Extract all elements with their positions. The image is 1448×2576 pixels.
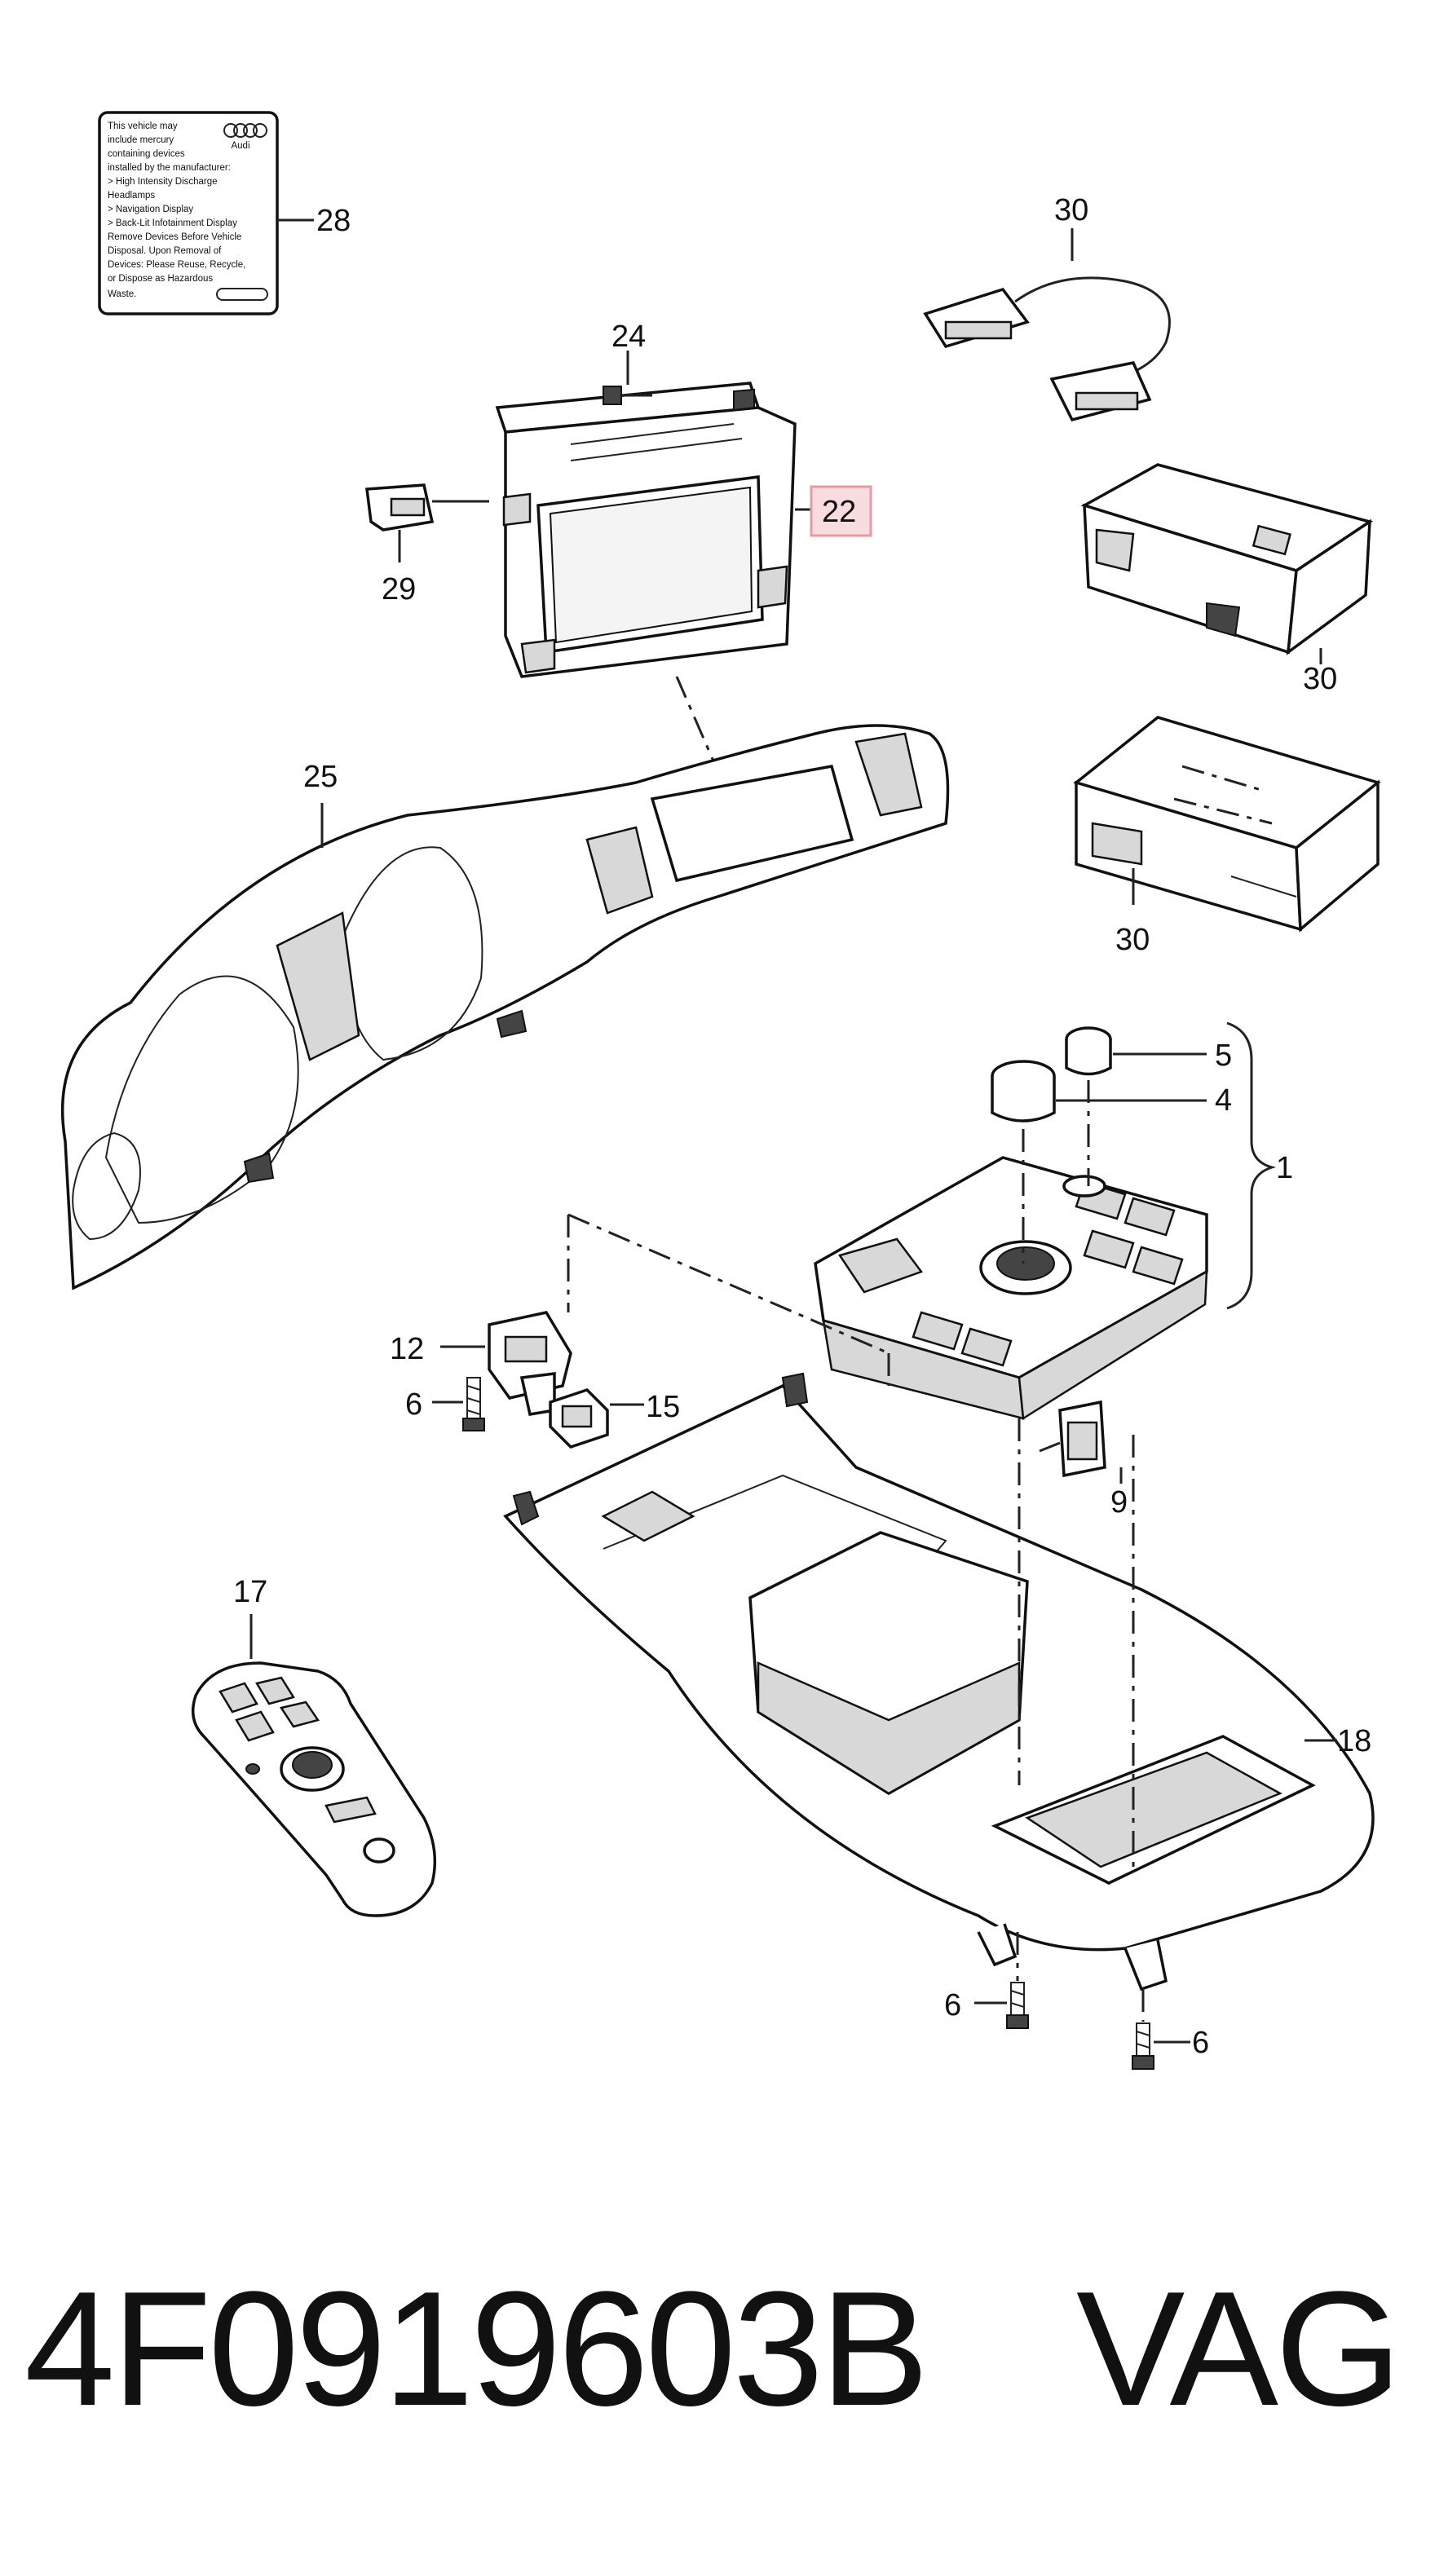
label-line: > Navigation Display bbox=[108, 205, 193, 214]
callout-9[interactable]: 9 bbox=[1110, 1485, 1128, 1520]
callout-6-bottom-center[interactable]: 6 bbox=[944, 1988, 961, 2022]
warning-label-sticker: Audi This vehicle may include mercury co… bbox=[98, 111, 279, 315]
screw-24 bbox=[603, 386, 652, 405]
callout-4[interactable]: 4 bbox=[1215, 1083, 1232, 1118]
label-line: include mercury bbox=[108, 135, 174, 145]
label-line: > High Intensity Discharge bbox=[108, 177, 218, 187]
screw-6-left bbox=[462, 1377, 485, 1431]
callout-17[interactable]: 17 bbox=[233, 1575, 267, 1609]
callout-5[interactable]: 5 bbox=[1215, 1039, 1232, 1073]
label-line: Remove Devices Before Vehicle bbox=[108, 232, 241, 242]
cap-4 bbox=[991, 1060, 1056, 1123]
callout-15[interactable]: 15 bbox=[646, 1390, 680, 1424]
mmi-control-unit bbox=[814, 1156, 1208, 1421]
label-line: This vehicle may bbox=[108, 121, 178, 131]
label-line: > Back-Lit Infotainment Display bbox=[108, 218, 237, 228]
callout-28[interactable]: 29 bbox=[382, 572, 416, 607]
callout-18[interactable]: 18 bbox=[1337, 1724, 1371, 1758]
mmi-remote-control-unit bbox=[191, 1661, 437, 1917]
instrument-panel-trim bbox=[61, 724, 950, 1290]
callout-22[interactable]: 28 bbox=[316, 204, 351, 238]
screw-6-bottom-center bbox=[1006, 1982, 1029, 2029]
center-console bbox=[503, 1372, 1375, 1992]
control-module-upper bbox=[1080, 463, 1374, 655]
callout-29[interactable]: 30 bbox=[1054, 193, 1088, 227]
callout-6-left[interactable]: 6 bbox=[405, 1387, 422, 1422]
callout-21[interactable]: 22 bbox=[822, 495, 856, 529]
callout-25[interactable]: 25 bbox=[303, 760, 338, 794]
cable-29 bbox=[923, 276, 1171, 422]
label-brand: Audi bbox=[231, 141, 249, 151]
label-line: containing devices bbox=[108, 149, 185, 159]
callout-1[interactable]: 1 bbox=[1276, 1151, 1293, 1185]
manufacturer: VAG bbox=[1076, 2258, 1399, 2440]
display-unit bbox=[495, 382, 797, 678]
connector-28 bbox=[365, 483, 489, 532]
label-line: Disposal. Upon Removal of bbox=[108, 246, 222, 256]
callout-30-lower[interactable]: 30 bbox=[1115, 923, 1150, 957]
label-line: Devices: Please Reuse, Recycle, bbox=[108, 260, 245, 270]
callout-24[interactable]: 24 bbox=[611, 320, 646, 354]
screw-6-bottom-right bbox=[1132, 2022, 1154, 2070]
navigation-drive-unit bbox=[1073, 716, 1381, 933]
label-line: installed by the manufacturer: bbox=[108, 163, 231, 173]
sensor-15 bbox=[549, 1387, 609, 1449]
connector-9 bbox=[1039, 1400, 1106, 1478]
label-line: Waste. bbox=[108, 289, 136, 299]
callout-30-upper[interactable]: 30 bbox=[1303, 662, 1337, 696]
part-number: 4F0919603B bbox=[24, 2258, 925, 2440]
callout-12[interactable]: 12 bbox=[390, 1332, 424, 1366]
highlight-box-21 bbox=[810, 485, 872, 537]
audi-rings-logo bbox=[223, 123, 267, 138]
label-line: Headlamps bbox=[108, 191, 155, 201]
cap-5 bbox=[1065, 1026, 1112, 1076]
callout-6-bottom-right[interactable]: 6 bbox=[1192, 2026, 1209, 2060]
label-line: or Dispose as Hazardous bbox=[108, 274, 213, 284]
